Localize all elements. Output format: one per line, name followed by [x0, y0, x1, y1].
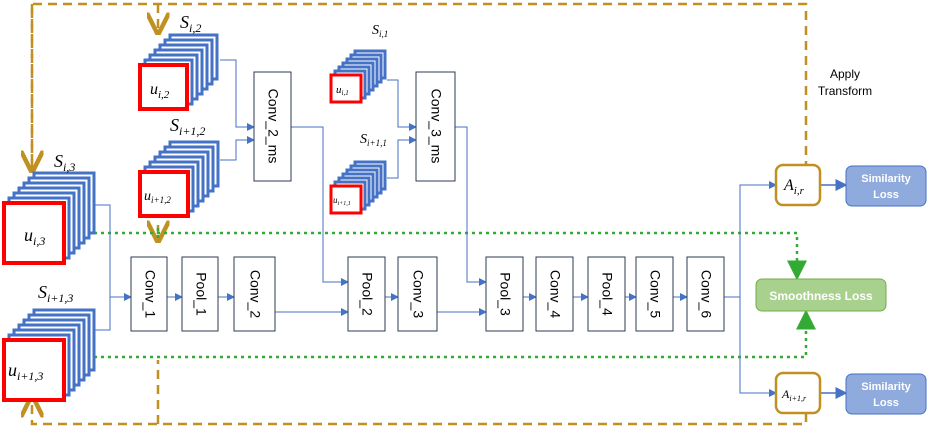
a-i1r-block: Ai+1,r	[774, 371, 822, 415]
conv5-block: Conv_5	[635, 256, 674, 332]
svg-text:Conv_5: Conv_5	[647, 270, 663, 318]
svg-text:Similarity: Similarity	[861, 381, 911, 393]
svg-text:Pool_4: Pool_4	[599, 272, 615, 316]
svg-text:Conv_3_ms: Conv_3_ms	[428, 89, 444, 164]
svg-text:Ai,r: Ai,r	[783, 177, 805, 197]
conv1-block: Conv_1	[130, 256, 168, 332]
svg-text:Pool_2: Pool_2	[359, 272, 375, 316]
conv4-block: Conv_4	[535, 256, 574, 332]
svg-text:Loss: Loss	[873, 397, 899, 409]
pool3-block: Pool_3	[485, 256, 524, 332]
pool4-block: Pool_4	[587, 256, 626, 332]
u-i12-box	[138, 170, 190, 218]
u-i1-box	[329, 73, 363, 104]
conv3ms-block: Conv_3_ms	[415, 71, 456, 182]
conv3-block: Conv_3	[397, 256, 438, 332]
svg-text:Similarity: Similarity	[861, 173, 911, 185]
similarity-loss-bottom: Similarity Loss	[845, 373, 927, 415]
smoothness-loss: Smoothness Loss	[755, 278, 887, 312]
s-i12-label: Si+1,2	[170, 115, 205, 138]
svg-text:Apply: Apply	[830, 67, 860, 81]
pool2-block: Pool_2	[347, 256, 386, 332]
s-i3-label: Si,3	[54, 151, 75, 174]
stack-labels: Si,3 Si+1,3 Si,2 Si+1,2 Si,1 Si+1,1	[38, 12, 388, 305]
svg-text:Loss: Loss	[873, 189, 899, 201]
svg-text:Ai+1,r: Ai+1,r	[781, 387, 807, 403]
conv2ms-block: Conv_2_ms	[253, 71, 292, 182]
svg-text:Conv_4: Conv_4	[547, 270, 563, 318]
svg-text:Conv_2_ms: Conv_2_ms	[265, 89, 281, 164]
data-flow-arrows	[92, 59, 848, 399]
svg-text:Transform: Transform	[818, 84, 872, 98]
s-i2-label: Si,2	[180, 12, 201, 35]
pool1-block: Pool_1	[181, 256, 219, 332]
svg-text:Smoothness Loss: Smoothness Loss	[769, 289, 873, 303]
smoothness-connections	[66, 226, 816, 359]
conv2-block: Conv_2	[233, 256, 276, 332]
s-i1-label: Si,1	[372, 23, 388, 39]
u-i3-label: ui,3	[24, 225, 45, 248]
u-i13-box	[2, 338, 66, 402]
s-i13-label: Si+1,3	[38, 282, 73, 305]
u-i2-box	[138, 63, 189, 111]
s-i11-label: Si+1,1	[360, 132, 387, 148]
svg-text:Conv_1: Conv_1	[142, 270, 158, 318]
u-i3-box	[2, 201, 66, 265]
svg-text:Pool_3: Pool_3	[497, 272, 513, 316]
svg-text:Conv_3: Conv_3	[410, 270, 426, 318]
conv6-block: Conv_6	[686, 256, 725, 332]
a-ir-block: Ai,r	[774, 163, 822, 207]
conv-blocks: Conv_1 Pool_1 Conv_2 Pool_2 Conv_3 Pool_…	[130, 71, 725, 332]
apply-transform-loop	[32, 2, 808, 426]
svg-text:Conv_6: Conv_6	[698, 270, 714, 318]
u-i2-label: ui,2	[150, 81, 170, 101]
u-i11-box	[329, 184, 363, 215]
apply-transform-label: Apply Transform	[818, 67, 872, 98]
u-i11-label: ui+1,1	[333, 195, 351, 207]
u-boxes: ui,3 ui+1,3 ui,2 ui+1,2 ui,1 ui+1,1	[2, 63, 363, 402]
u-i12-label: ui+1,2	[144, 189, 171, 205]
u-i13-label: ui+1,3	[8, 360, 43, 383]
u-i1-label: ui,1	[336, 84, 349, 97]
svg-text:Conv_2: Conv_2	[247, 270, 263, 318]
svg-text:Pool_1: Pool_1	[193, 272, 209, 316]
similarity-loss-top: Similarity Loss	[845, 165, 927, 207]
